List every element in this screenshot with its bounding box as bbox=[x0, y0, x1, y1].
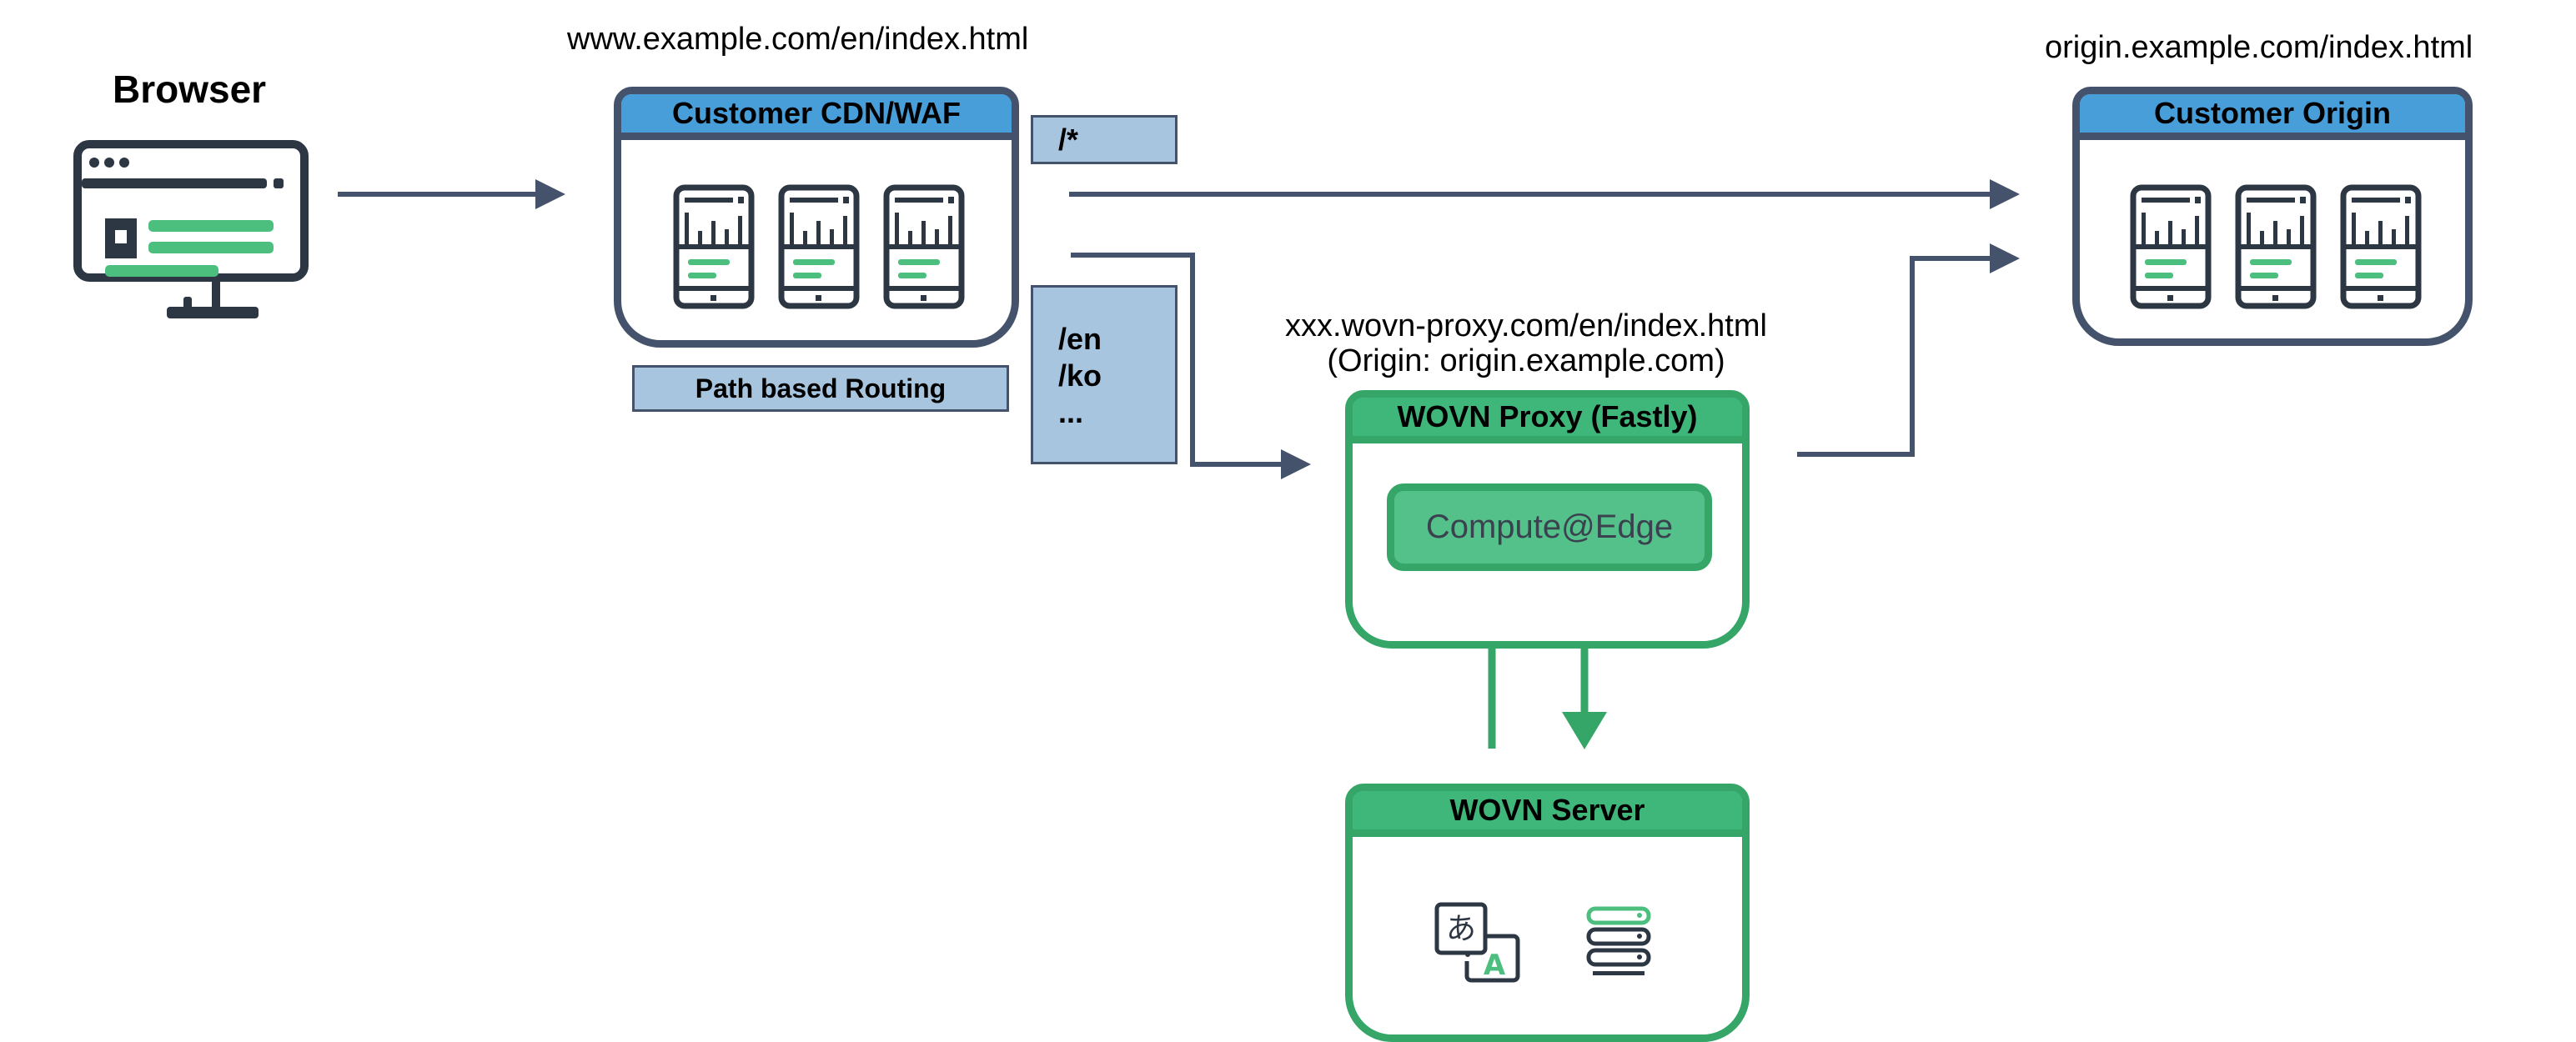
mobile-device-icon bbox=[778, 184, 860, 309]
origin-title: Customer Origin bbox=[2080, 94, 2465, 140]
arrow-proxy-to-origin bbox=[1797, 243, 2020, 457]
browser-title: Browser bbox=[113, 68, 267, 111]
translate-icon: あ A bbox=[1434, 902, 1520, 983]
path-routing-caption: Path based Routing bbox=[632, 365, 1009, 412]
cdn-box[interactable]: Customer CDN/WAF bbox=[614, 87, 1019, 348]
browser-monitor-icon bbox=[73, 140, 309, 338]
origin-devices bbox=[2130, 184, 2422, 309]
server-stack-icon bbox=[1586, 906, 1651, 975]
mobile-device-icon bbox=[673, 184, 755, 309]
route-languages: /en /ko ... bbox=[1031, 285, 1178, 464]
proxy-title: WOVN Proxy (Fastly) bbox=[1353, 398, 1742, 443]
cdn-title: Customer CDN/WAF bbox=[621, 94, 1012, 140]
proxy-url: xxx.wovn-proxy.com/en/index.html bbox=[1285, 308, 1767, 343]
route-lang-more: ... bbox=[1058, 395, 1084, 429]
cdn-devices bbox=[673, 184, 965, 309]
server-title: WOVN Server bbox=[1353, 791, 1742, 837]
route-lang-en: /en bbox=[1058, 322, 1102, 356]
arrow-cdn-to-proxy bbox=[1071, 253, 1311, 479]
origin-url: origin.example.com/index.html bbox=[2045, 30, 2473, 65]
svg-text:あ: あ bbox=[1446, 912, 1476, 946]
mobile-device-icon bbox=[2235, 184, 2317, 309]
cdn-url: www.example.com/en/index.html bbox=[567, 22, 1029, 57]
proxy-origin-note: (Origin: origin.example.com) bbox=[1327, 343, 1725, 378]
mobile-device-icon bbox=[883, 184, 965, 309]
mobile-device-icon bbox=[2130, 184, 2212, 309]
wovn-server-box[interactable]: WOVN Server あ A bbox=[1345, 784, 1750, 1042]
compute-edge[interactable]: Compute@Edge bbox=[1387, 483, 1712, 571]
route-default: /* bbox=[1031, 115, 1178, 164]
wovn-proxy-box[interactable]: WOVN Proxy (Fastly) Compute@Edge bbox=[1345, 390, 1750, 649]
mobile-device-icon bbox=[2340, 184, 2422, 309]
customer-origin-box[interactable]: Customer Origin bbox=[2072, 87, 2473, 346]
route-lang-ko: /ko bbox=[1058, 358, 1102, 393]
svg-text:A: A bbox=[1484, 949, 1506, 982]
